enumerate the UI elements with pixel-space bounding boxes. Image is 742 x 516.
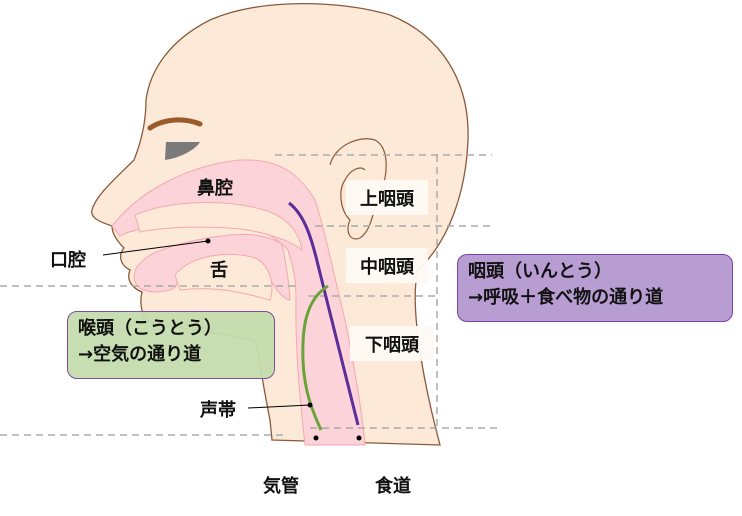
middle-pharynx-label: 中咽頭	[346, 248, 428, 283]
nasal-cavity-label: 鼻腔	[197, 178, 233, 199]
larynx-callout-title: 喉頭（こうとう）	[78, 318, 222, 339]
tongue-label: 舌	[210, 260, 228, 281]
ear	[329, 138, 387, 240]
upper-pharynx-label: 上咽頭	[346, 180, 428, 215]
esophagus-label: 食道	[375, 476, 411, 497]
pharynx-callout-title: 咽頭（いんとう）	[468, 261, 612, 282]
vocal-cords-label: 声帯	[200, 400, 236, 421]
lower-pharynx-label: 下咽頭	[350, 326, 434, 361]
trachea-dot	[313, 435, 319, 441]
palate	[134, 202, 303, 252]
food-path-line	[288, 201, 360, 426]
oral-cavity-pointer	[102, 240, 209, 256]
esophagus-dot	[356, 435, 362, 441]
tongue-shape	[174, 253, 273, 301]
oral-cavity-label: 口腔	[50, 250, 86, 271]
pharynx-callout: 咽頭（いんとう） →呼吸＋食べ物の通り道	[457, 254, 733, 322]
vocal-cords-pointer	[247, 404, 311, 409]
region-guides	[0, 154, 497, 436]
eyebrow	[147, 117, 203, 131]
larynx-callout-desc: →空気の通り道	[78, 344, 202, 365]
larynx-callout: 喉頭（こうとう） →空気の通り道	[67, 311, 275, 379]
pharynx-callout-desc: →呼吸＋食べ物の通り道	[468, 287, 664, 308]
airway-cavity	[111, 159, 366, 446]
trachea-label: 気管	[263, 476, 299, 497]
eye	[165, 142, 200, 160]
air-path-line	[301, 284, 329, 431]
